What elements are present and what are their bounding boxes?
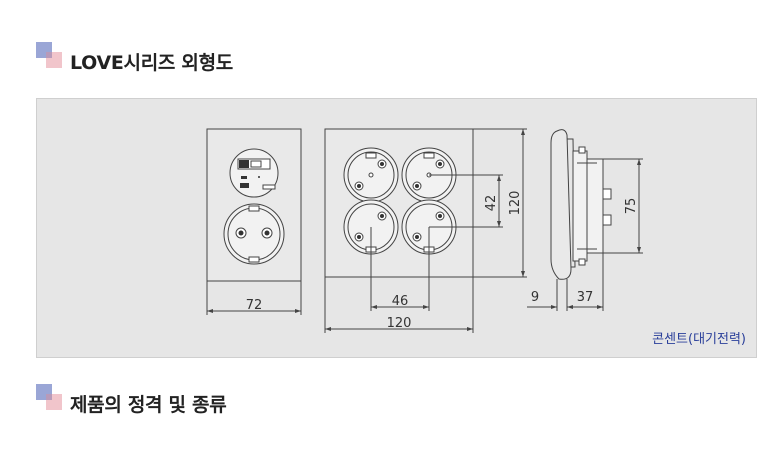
dim-plate-width: 120 [387,316,412,331]
outline-drawing: 72 46 120 42 120 75 9 37 [206,128,643,333]
side-view-drawing [527,129,643,311]
drawing-caption: 콘센트(대기전력) [652,332,746,347]
dim-socket-spacing-horizontal: 46 [392,294,409,309]
dim-side-front: 9 [531,290,539,305]
dim-side-depth: 37 [577,290,594,305]
dim-front-width: 72 [246,298,263,313]
dim-socket-spacing-vertical: 42 [484,195,499,212]
section-title: 제품의 정격 및 종류 [70,394,227,416]
dim-side-height: 75 [624,198,639,215]
socket-top-left [343,147,399,203]
heading-bullet-icon [36,42,66,72]
outline-drawing-panel: 72 46 120 42 120 75 9 37 콘센트(대기전력) [36,98,757,358]
heading-bullet-icon [36,384,66,414]
single-plate-drawing [206,128,302,315]
quad-plate-drawing [324,128,527,333]
section-title: LOVE시리즈 외형도 [70,52,233,74]
dim-plate-height: 120 [508,191,523,216]
